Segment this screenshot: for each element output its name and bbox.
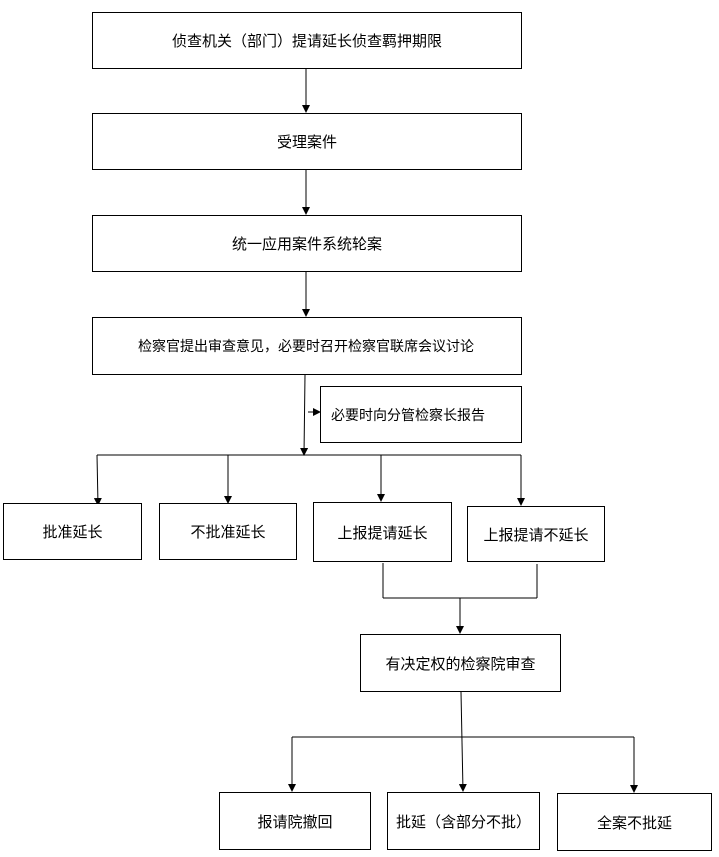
node-opinion: 检察官提出审查意见，必要时召开检察官联席会议讨论 (92, 317, 522, 375)
node-reject: 不批准延长 (159, 503, 297, 560)
node-withdraw: 报请院撤回 (219, 792, 371, 850)
arrow-review-down (458, 691, 467, 792)
node-reject-all: 全案不批延 (557, 793, 712, 851)
node-review: 有决定权的检察院审查 (360, 634, 561, 692)
node-accept: 受理案件 (92, 113, 522, 170)
node-report: 必要时向分管检察长报告 (320, 386, 522, 443)
arrow-opinion-to-branch (300, 374, 309, 456)
node-apply: 侦查机关（部门）提请延长侦查羁押期限 (92, 12, 522, 69)
node-escalate-extend: 上报提请延长 (313, 502, 452, 562)
arrow-to-approve (93, 454, 102, 506)
node-approve: 批准延长 (3, 503, 142, 560)
node-system: 统一应用案件系统轮案 (92, 215, 522, 272)
node-escalate-noextend: 上报提请不延长 (467, 506, 605, 562)
node-partial: 批延（含部分不批） (387, 792, 540, 850)
